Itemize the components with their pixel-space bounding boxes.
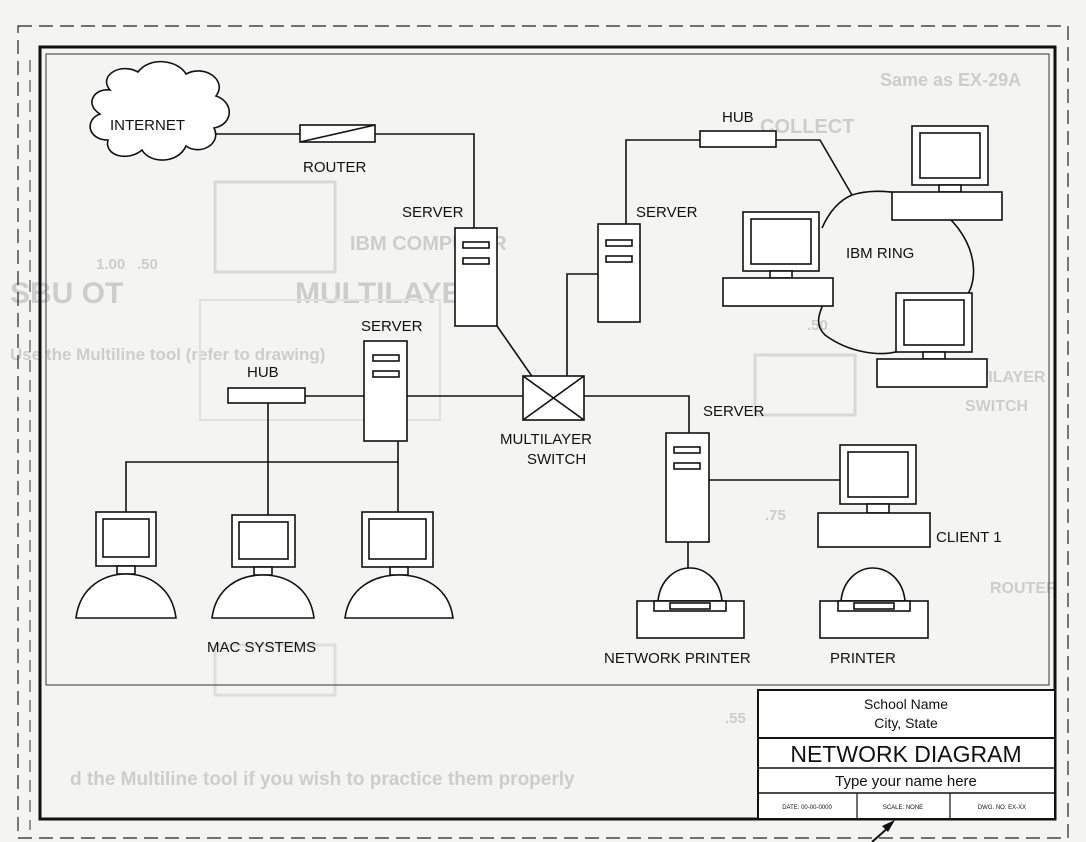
network-printer-label: NETWORK PRINTER [604,650,751,667]
switch-label-line1: MULTILAYER [500,431,592,448]
ghost-dimension-box [213,643,337,697]
ghost-dim-2: .50 [137,256,158,273]
switch-label-line2: SWITCH [527,451,586,468]
server-mid-left-label: SERVER [402,204,464,221]
router: ROUTER [299,124,376,176]
title-block: School Name City, State NETWORK DIAGRAM … [757,689,1056,820]
wire-server-switch [496,325,539,386]
drawing-number-field: DWG. NO. EX-XX [978,805,1026,811]
server-mid-left: SERVER [402,204,498,327]
server-bottom-label: SERVER [703,403,765,420]
ghost-switch-shape [753,353,857,417]
background-ghost-layer: Same as EX-29A COLLECT IBM COMPUTER MULT… [10,70,1058,790]
pointer-arrow [871,820,895,842]
server-left: SERVER [361,318,423,442]
hub-top-label: HUB [722,109,754,126]
title-block-frame [757,689,1056,820]
ghost-text-bottom: d the Multiline tool if you wish to prac… [70,769,575,790]
hub-top: HUB [699,109,777,148]
ghost-frame-shape [199,299,441,421]
hub-left-label: HUB [247,364,279,381]
ring-arc-top [851,190,975,303]
wire-server-hub-top [625,139,700,224]
client-1: CLIENT 1 [817,444,1002,548]
mac-systems-label: MAC SYSTEMS [207,639,316,656]
ring-arc-left [821,194,853,229]
server-bottom: SERVER [665,403,765,543]
ghost-text-same-as: Same as EX-29A [880,70,1021,90]
ghost-dim-5: .55 [725,710,746,727]
ibm-computer-left [722,211,834,307]
internet-label: INTERNET [110,117,185,134]
ghost-dim-1: 1.00 [96,256,125,273]
printer-label: PRINTER [830,650,896,667]
router-label: ROUTER [303,159,367,176]
wire-switch-server-bottom [584,395,690,433]
network-wires [125,133,860,568]
ghost-dim-3: .75 [765,507,786,524]
ghost-dim-4: .50 [807,317,828,334]
ibm-computer-bottom [876,292,988,388]
internet-cloud: INTERNET [89,60,231,161]
mac-computer-3 [344,511,454,619]
network-printer: NETWORK PRINTER [604,567,751,667]
drawing-title: NETWORK DIAGRAM [790,741,1021,767]
ghost-monitor-shape [213,180,337,274]
wire-server-switch-2 [566,273,598,376]
student-name-field: Type your name here [835,773,977,790]
drawing-area-frame [45,53,1050,686]
ibm-ring: IBM RING [722,125,1003,388]
mac-computer-2 [211,514,315,619]
ghost-text-router-right: ROUTER [990,580,1058,597]
date-field: DATE: 00-00-0000 [782,805,832,811]
server-mid-right-label: SERVER [636,204,698,221]
ring-arc-bottom [817,299,904,355]
outer-dashed-border [17,25,1069,839]
printer: PRINTER [819,567,929,667]
city-state: City, State [874,715,938,731]
school-name: School Name [864,696,948,712]
ghost-text-left: SBU OT [10,277,123,310]
hub-left: HUB [227,364,306,404]
router-diagonal [299,124,376,143]
wire-hub-top-ring [776,139,853,196]
ghost-text-switch-right: SWITCH [965,398,1028,415]
scale-field: SCALE: NONE [883,805,923,811]
wire-router-server [375,133,475,228]
ghost-text-collect: COLLECT [760,116,854,138]
client-1-label: CLIENT 1 [936,529,1002,546]
server-left-label: SERVER [361,318,423,335]
ibm-ring-label: IBM RING [846,245,914,262]
ghost-text-subtitle: Use the Multiline tool (refer to drawing… [10,345,325,364]
wire-mac-bus [125,441,399,512]
multilayer-switch: MULTILAYER SWITCH [500,375,592,468]
mac-computer-1 [75,511,177,619]
ibm-computer-top [891,125,1003,221]
ghost-text-multilayer: MULTILAYER [295,277,484,310]
mac-systems: MAC SYSTEMS [75,511,454,656]
drawing-border [38,45,1057,821]
server-mid-right: SERVER [597,204,698,323]
